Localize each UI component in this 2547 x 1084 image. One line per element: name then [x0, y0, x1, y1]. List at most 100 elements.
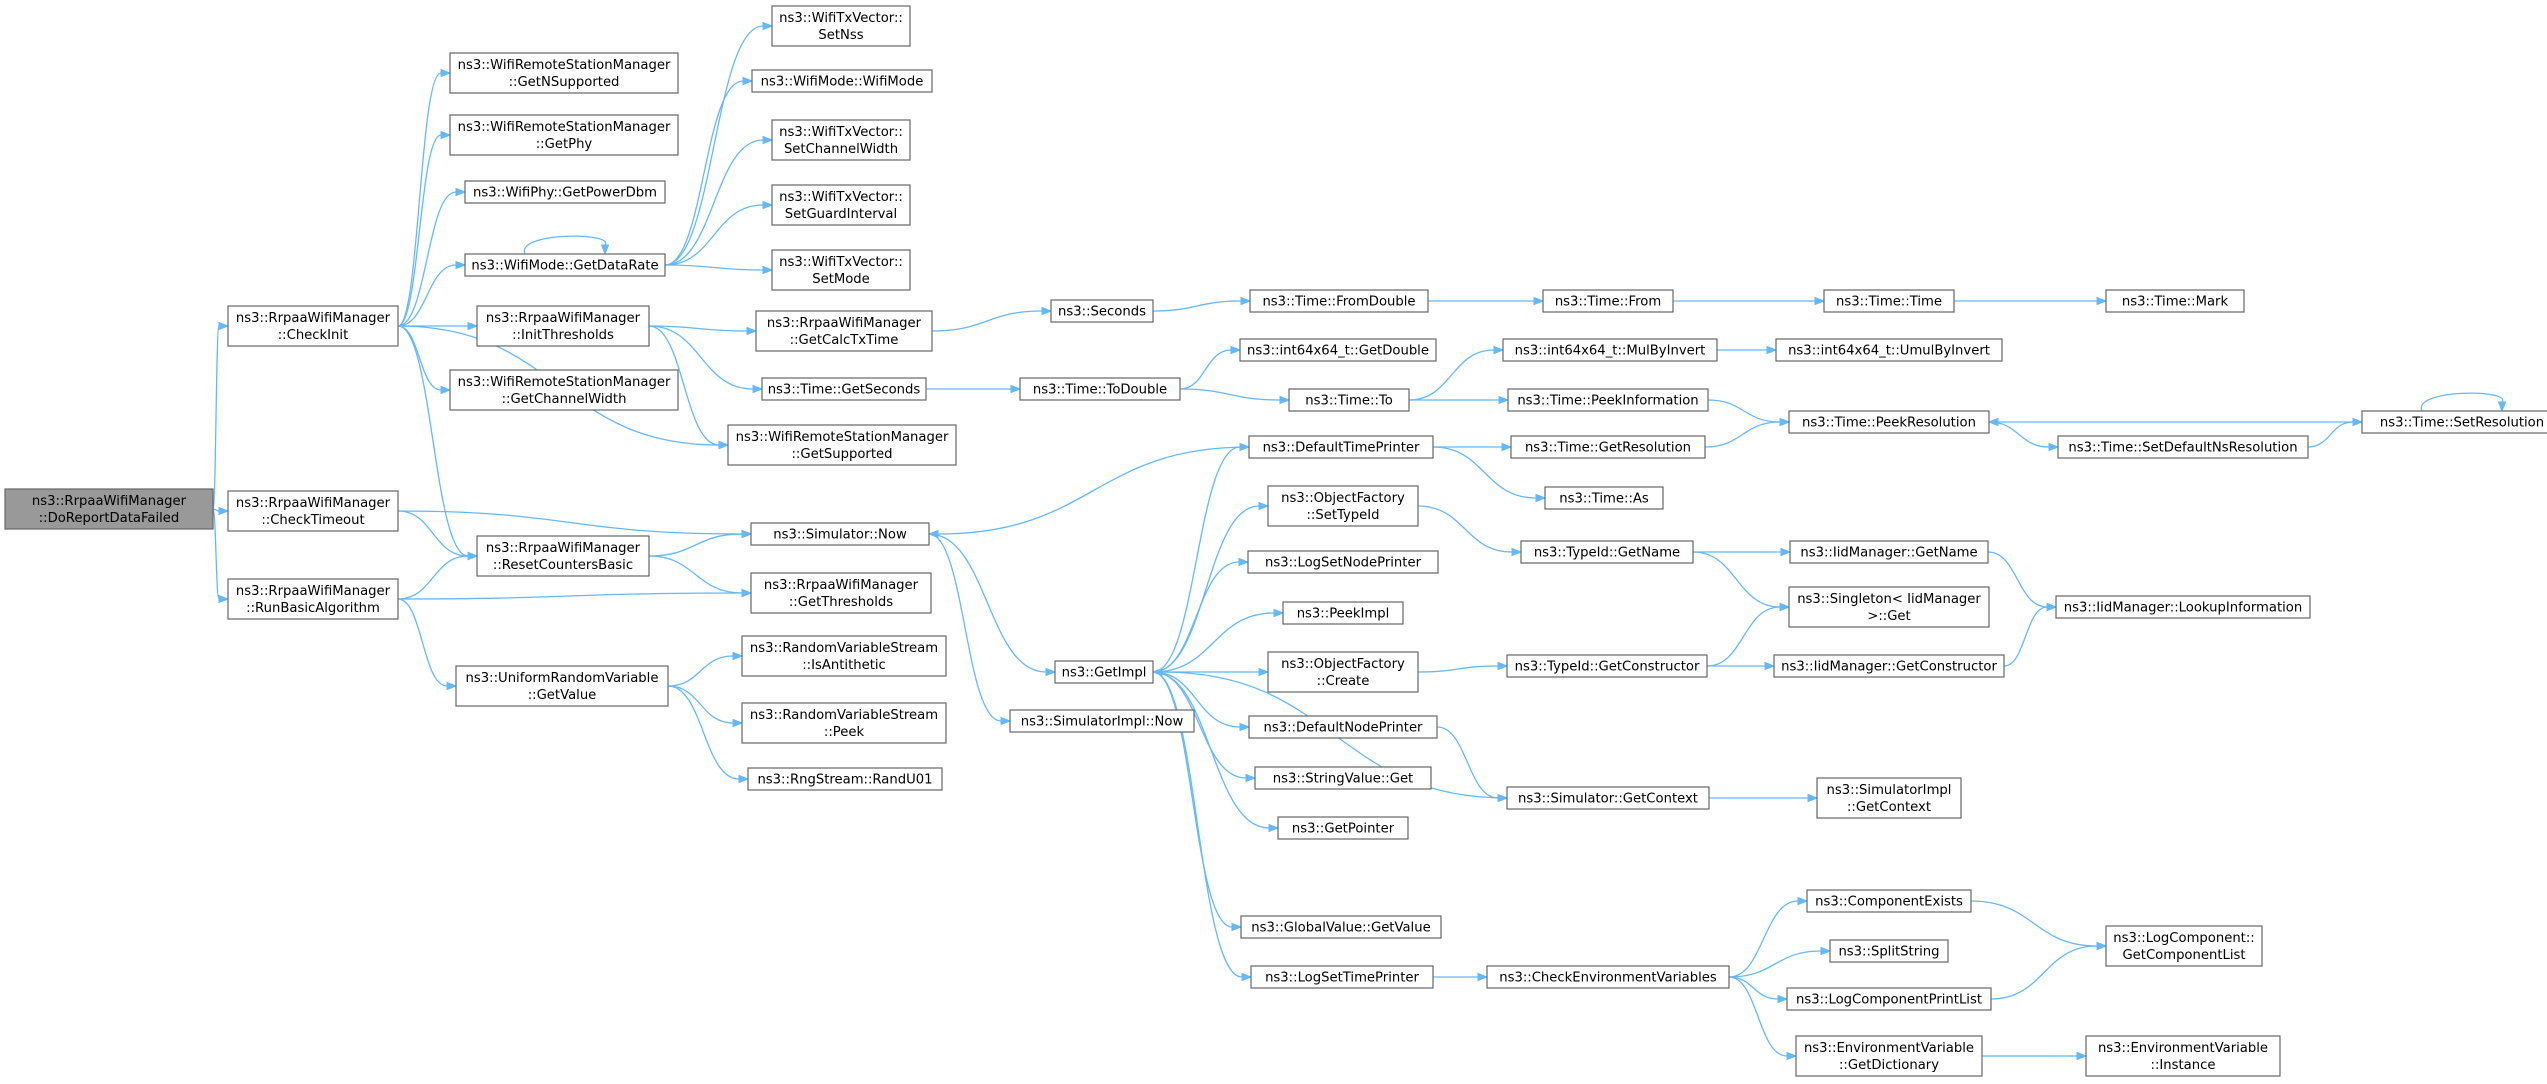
node-label: GetComponentList — [2122, 948, 2245, 963]
node-isantithetic[interactable]: ns3::RandomVariableStream::IsAntithetic — [741, 635, 947, 677]
node-box — [1250, 965, 1434, 989]
node-settypeid[interactable]: ns3::ObjectFactory::SetTypeId — [1267, 485, 1419, 527]
node-setmode[interactable]: ns3::WifiTxVector::SetMode — [771, 249, 911, 291]
node-getpointer[interactable]: ns3::GetPointer — [1277, 816, 1409, 840]
call-edge — [1432, 446, 1547, 503]
node-envinstance[interactable]: ns3::EnvironmentVariable::Instance — [2085, 1035, 2281, 1077]
node-getresolution[interactable]: ns3::Time::GetResolution — [1510, 435, 1706, 459]
node-box — [1542, 289, 1674, 313]
node-getdatarate[interactable]: ns3::WifiMode::GetDataRate — [464, 253, 666, 277]
node-envgetdict[interactable]: ns3::EnvironmentVariable::GetDictionary — [1795, 1035, 1983, 1077]
node-singletonget[interactable]: ns3::Singleton< IidManager>::Get — [1788, 586, 1990, 628]
node-label: ns3::Seconds — [1058, 305, 1146, 320]
node-label: ns3::DefaultNodePrinter — [1264, 721, 1424, 736]
node-box — [1520, 540, 1694, 564]
node-label: ns3::GlobalValue::GetValue — [1251, 921, 1430, 936]
node-todouble[interactable]: ns3::Time::ToDouble — [1019, 377, 1181, 401]
node-label: ::GetChannelWidth — [502, 392, 627, 407]
node-fromdouble[interactable]: ns3::Time::FromDouble — [1249, 289, 1429, 313]
node-globalvalueget[interactable]: ns3::GlobalValue::GetValue — [1240, 915, 1442, 939]
node-simimplgetcontext[interactable]: ns3::SimulatorImpl::GetContext — [1816, 777, 1962, 819]
node-setnss[interactable]: ns3::WifiTxVector::SetNss — [771, 5, 911, 47]
call-edge — [1152, 671, 1251, 732]
node-componentexists[interactable]: ns3::ComponentExists — [1806, 889, 1972, 913]
node-typeidgetname[interactable]: ns3::TypeId::GetName — [1520, 540, 1694, 564]
node-box — [227, 578, 399, 620]
node-setchannelwidth[interactable]: ns3::WifiTxVector::SetChannelWidth — [771, 119, 911, 161]
node-wifimode[interactable]: ns3::WifiMode::WifiMode — [751, 69, 933, 93]
node-logcompprintlist[interactable]: ns3::LogComponentPrintList — [1786, 987, 1992, 1011]
node-umulbyinvert[interactable]: ns3::int64x64_t::UmulByInvert — [1775, 338, 2003, 362]
node-peekimpl[interactable]: ns3::PeekImpl — [1282, 601, 1404, 625]
node-simnow[interactable]: ns3::Simulator::Now — [750, 522, 930, 546]
node-label: ::Create — [1317, 674, 1370, 689]
node-checkenv[interactable]: ns3::CheckEnvironmentVariables — [1486, 965, 1730, 989]
node-randu01[interactable]: ns3::RngStream::RandU01 — [747, 767, 943, 791]
node-timeto[interactable]: ns3::Time::To — [1288, 388, 1410, 412]
call-edge — [648, 555, 753, 598]
node-label: ns3::IidManager::GetConstructor — [1781, 660, 1997, 675]
node-setdefaultns[interactable]: ns3::Time::SetDefaultNsResolution — [2057, 435, 2309, 459]
node-getimpl[interactable]: ns3::GetImpl — [1054, 660, 1154, 684]
node-checktimeout[interactable]: ns3::RrpaaWifiManager::CheckTimeout — [227, 490, 399, 532]
node-label: ::GetValue — [528, 688, 597, 703]
node-getsupported[interactable]: ns3::WifiRemoteStationManager::GetSuppor… — [727, 424, 957, 466]
node-int64getdouble[interactable]: ns3::int64x64_t::GetDouble — [1239, 338, 1437, 362]
call-edge — [1152, 671, 1280, 833]
node-mulbyinvert[interactable]: ns3::int64x64_t::MulByInvert — [1502, 338, 1718, 362]
node-getchannelwidth[interactable]: ns3::WifiRemoteStationManager::GetChanne… — [449, 369, 679, 411]
node-getnsupported[interactable]: ns3::WifiRemoteStationManager::GetNSuppo… — [449, 52, 679, 94]
node-seconds[interactable]: ns3::Seconds — [1050, 299, 1154, 323]
call-edge — [1152, 608, 1285, 673]
node-getseconds[interactable]: ns3::Time::GetSeconds — [761, 377, 927, 401]
node-label: ns3::WifiMode::GetDataRate — [471, 259, 658, 274]
node-lognodeprinter[interactable]: ns3::LogSetNodePrinter — [1247, 550, 1439, 574]
node-logsettimeprinter[interactable]: ns3::LogSetTimePrinter — [1250, 965, 1434, 989]
call-edge — [648, 325, 730, 450]
node-simimplnow[interactable]: ns3::SimulatorImpl::Now — [1009, 709, 1195, 733]
node-iidgetname[interactable]: ns3::IidManager::GetName — [1789, 540, 1989, 564]
node-label: ns3::WifiMode::WifiMode — [761, 75, 924, 90]
node-timetime[interactable]: ns3::Time::Time — [1823, 289, 1955, 313]
call-edge — [397, 187, 467, 327]
node-defaulttimeprinter[interactable]: ns3::DefaultTimePrinter — [1248, 435, 1434, 459]
node-label: ns3::TypeId::GetConstructor — [1515, 660, 1700, 675]
node-stringvalueget[interactable]: ns3::StringValue::Get — [1254, 766, 1432, 790]
node-label: ns3::DefaultTimePrinter — [1263, 441, 1420, 456]
node-typeidgetctor[interactable]: ns3::TypeId::GetConstructor — [1506, 654, 1708, 678]
node-getpowerdbm[interactable]: ns3::WifiPhy::GetPowerDbm — [464, 180, 666, 204]
node-iidgetctor[interactable]: ns3::IidManager::GetConstructor — [1773, 654, 2005, 678]
call-edge — [2421, 392, 2507, 413]
node-setguard[interactable]: ns3::WifiTxVector::SetGuardInterval — [771, 184, 911, 226]
node-initthresholds[interactable]: ns3::RrpaaWifiManager::InitThresholds — [476, 305, 650, 347]
node-getcalctxtime[interactable]: ns3::RrpaaWifiManager::GetCalcTxTime — [755, 310, 933, 352]
node-root[interactable]: ns3::RrpaaWifiManager::DoReportDataFaile… — [4, 488, 214, 530]
node-runbasic[interactable]: ns3::RrpaaWifiManager::RunBasicAlgorithm — [227, 578, 399, 620]
node-checkinit[interactable]: ns3::RrpaaWifiManager::CheckInit — [227, 305, 399, 347]
node-label: ns3::StringValue::Get — [1273, 772, 1413, 787]
node-urv-getvalue[interactable]: ns3::UniformRandomVariable::GetValue — [455, 665, 669, 707]
node-box — [1486, 965, 1730, 989]
node-box — [755, 310, 933, 352]
node-getthresholds[interactable]: ns3::RrpaaWifiManager::GetThresholds — [750, 572, 932, 614]
node-timefrom[interactable]: ns3::Time::From — [1542, 289, 1674, 313]
node-box — [1009, 709, 1195, 733]
node-peek[interactable]: ns3::RandomVariableStream::Peek — [741, 702, 947, 744]
node-box — [1795, 1035, 1983, 1077]
node-box — [2361, 410, 2547, 434]
node-resetcounters[interactable]: ns3::RrpaaWifiManager::ResetCountersBasi… — [476, 535, 650, 577]
node-peekinformation[interactable]: ns3::Time::PeekInformation — [1507, 388, 1709, 412]
node-splitstring[interactable]: ns3::SplitString — [1829, 939, 1949, 963]
node-label: ns3::WifiRemoteStationManager — [458, 375, 671, 390]
node-defaultnodeprinter[interactable]: ns3::DefaultNodePrinter — [1248, 715, 1438, 739]
node-getphy[interactable]: ns3::WifiRemoteStationManager::GetPhy — [449, 114, 679, 156]
node-peekresolution[interactable]: ns3::Time::PeekResolution — [1788, 410, 1990, 434]
node-iidlookup[interactable]: ns3::IidManager::LookupInformation — [2055, 595, 2311, 619]
node-logcompgetlist[interactable]: ns3::LogComponent::GetComponentList — [2105, 925, 2263, 967]
node-simgetcontext[interactable]: ns3::Simulator::GetContext — [1506, 786, 1710, 810]
node-setresolution[interactable]: ns3::Time::SetResolution — [2361, 410, 2547, 434]
node-timemark[interactable]: ns3::Time::Mark — [2105, 289, 2245, 313]
call-edge — [928, 533, 1057, 677]
node-ofcreate[interactable]: ns3::ObjectFactory::Create — [1267, 651, 1419, 693]
node-timeas[interactable]: ns3::Time::As — [1544, 486, 1664, 510]
